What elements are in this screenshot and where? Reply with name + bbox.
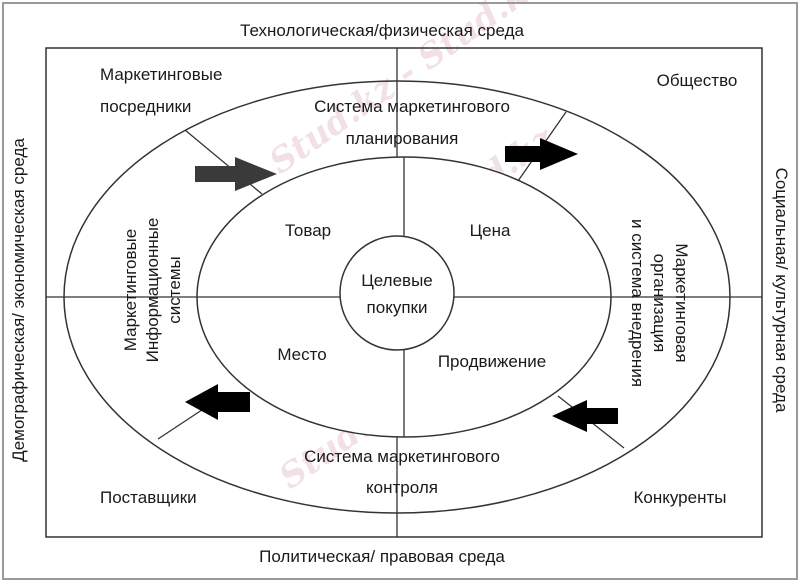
corner-competitors: Конкуренты — [634, 488, 727, 507]
env-right: Социальная/ культурная среда — [772, 168, 791, 413]
quadrant-price: Цена — [470, 221, 511, 240]
arrow-right-icon — [505, 138, 578, 170]
env-bottom: Политическая/ правовая среда — [259, 547, 505, 566]
quadrant-place: Место — [277, 345, 326, 364]
arrow-left-icon — [552, 400, 618, 432]
corner-suppliers: Поставщики — [100, 488, 197, 507]
env-top: Технологическая/физическая среда — [240, 21, 524, 40]
ring-organization: Маркетинговаяорганизацияи система внедре… — [628, 219, 691, 387]
company-frame — [45, 47, 763, 538]
quadrant-product: Товар — [285, 221, 331, 240]
arrow-left-icon — [185, 384, 250, 420]
center-circle — [339, 235, 455, 351]
outer-ellipse — [63, 80, 731, 514]
quadrant-promotion: Продвижение — [438, 352, 546, 371]
corner-society: Общество — [657, 71, 738, 90]
arrow-right-icon — [195, 157, 277, 191]
env-left: Демографическая/ экономическая среда — [9, 138, 28, 462]
